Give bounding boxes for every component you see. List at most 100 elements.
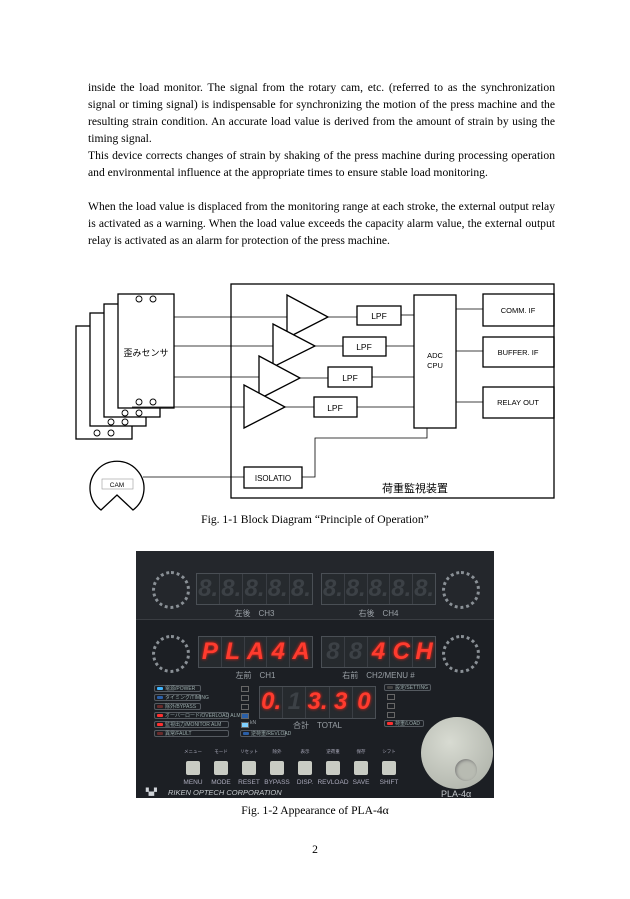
seven-segment-digit: 8. <box>414 575 435 602</box>
adc-label: ADC <box>427 351 443 360</box>
dial-ch2-icon <box>442 635 480 673</box>
relay-out-label: RELAY OUT <box>497 398 539 407</box>
seven-segment-digit: 3 <box>330 687 353 718</box>
amplifier-icon <box>272 322 317 369</box>
seven-segment-digit: 8. <box>368 574 391 604</box>
body-paragraph-1: inside the load monitor. The signal from… <box>88 81 555 145</box>
ch1-label: 左前 CH1 <box>235 671 276 680</box>
led-indicator <box>157 714 163 717</box>
status-led: 監視出力/MONITOR ALM <box>154 721 229 728</box>
body-paragraph-2: This device corrects changes of strain b… <box>88 149 555 179</box>
cpu-label: CPU <box>427 361 443 370</box>
status-led-label: 異常/FAULT <box>165 731 192 737</box>
button-reset[interactable] <box>242 761 256 775</box>
status-led-label: オーバーロード/OVERLOAD ALM <box>165 713 241 719</box>
button-jp-label: 除外 <box>272 749 282 754</box>
strain-sensor-cards <box>75 293 175 440</box>
figure-2-caption: Fig. 1-2 Appearance of PLA-4α <box>241 804 389 817</box>
body-paragraph-3: When the load value is displaced from th… <box>88 200 555 247</box>
amplifier-icon <box>258 354 302 401</box>
seven-segment-digit: 8 <box>345 637 368 667</box>
dial-ch4-icon <box>442 571 480 609</box>
figure-1-caption: Fig. 1-1 Block Diagram “Principle of Ope… <box>201 513 429 526</box>
button-label: RESET <box>238 779 260 786</box>
device-label: 荷重監視装置 <box>382 481 448 495</box>
led-indicator <box>157 687 163 690</box>
led-indicator <box>157 723 163 726</box>
button-jp-label: リセット <box>240 749 258 754</box>
led-indicator <box>157 732 163 735</box>
button-jp-label: メニュー <box>184 749 202 754</box>
led-indicator <box>157 696 163 699</box>
seven-segment-digit: 8. <box>220 574 244 604</box>
amplifier-icon <box>286 293 330 340</box>
seven-segment-digit: 8. <box>197 574 221 604</box>
lpf-label: LPF <box>371 311 387 321</box>
button-mode[interactable] <box>214 761 228 775</box>
button-revload[interactable] <box>326 761 340 775</box>
seven-segment-digit: 8. <box>345 574 368 604</box>
sensor-label: 歪みセンサ <box>123 348 168 358</box>
button-save[interactable] <box>354 761 368 775</box>
status-led: 電源/POWER <box>154 685 201 692</box>
button-label: SHIFT <box>379 779 399 786</box>
status-led-label: 監視出力/MONITOR ALM <box>165 722 222 728</box>
button-disp[interactable] <box>298 761 312 775</box>
amplifier-icon <box>243 383 287 430</box>
block-diagram: 歪みセンサ LPF LPF LPF LPF ADC CPU COMM. IF B… <box>75 283 555 511</box>
seven-segment-digit: P <box>199 637 222 667</box>
ch4-label: 右後 CH4 <box>358 609 399 618</box>
load-led: 荷重/LOAD <box>384 720 424 727</box>
brand-logo: ▚▞ <box>146 789 157 796</box>
button-jp-label: 表示 <box>300 749 310 754</box>
seven-segment-digit: 0 <box>357 688 371 715</box>
revload-led-label: 逆荷重/REVLOAD <box>251 731 292 737</box>
button-shift[interactable] <box>382 761 396 775</box>
display-ch4: 8.8.8.8.8. <box>321 573 436 605</box>
total-label: 合計 TOTAL <box>292 721 343 730</box>
monitor-box <box>230 283 555 499</box>
jog-knob[interactable] <box>421 717 493 789</box>
seven-segment-digit: A <box>292 638 310 665</box>
seven-segment-digit: 1 <box>283 687 307 718</box>
button-jp-label: 保存 <box>356 749 366 754</box>
seven-segment-digit: L <box>222 637 245 667</box>
button-jp-label: モード <box>214 749 228 754</box>
seven-segment-digit: 8 <box>322 637 345 667</box>
button-jp-label: シフト <box>382 749 396 754</box>
status-led: 除外/BYPASS <box>154 703 201 710</box>
status-led: オーバーロード/OVERLOAD ALM <box>154 712 241 719</box>
seven-segment-digit: 4 <box>267 637 291 667</box>
ch3-label: 左後 CH3 <box>234 609 275 618</box>
status-led: タイミング/TIMING <box>154 694 209 701</box>
seven-segment-digit: A <box>245 637 268 667</box>
seven-segment-digit: 4 <box>368 637 391 667</box>
button-menu[interactable] <box>186 761 200 775</box>
seven-segment-digit: 0. <box>260 687 284 718</box>
sensor-terminals <box>93 295 157 437</box>
button-jp-label: 逆荷重 <box>326 749 340 754</box>
display-ch3: 8.8.8.8.8. <box>196 573 313 605</box>
button-label: SAVE <box>352 779 370 786</box>
button-label: MODE <box>211 779 231 786</box>
lpf-label: LPF <box>327 403 343 413</box>
status-led-label: 電源/POWER <box>165 686 196 692</box>
button-label: MENU <box>183 779 203 786</box>
button-label: DISP. <box>296 779 314 786</box>
amplifiers <box>243 293 330 430</box>
button-label: BYPASS <box>264 779 290 786</box>
seven-segment-digit: 8. <box>290 575 311 602</box>
model-name: PLA-4α <box>441 789 472 798</box>
setting-led: 設定/SETTING <box>384 684 431 691</box>
status-led-label: タイミング/TIMING <box>165 695 209 701</box>
seven-segment-digit: 8. <box>391 574 414 604</box>
load-led-label: 荷重/LOAD <box>395 721 421 727</box>
lpf-label: LPF <box>342 373 358 383</box>
button-bypass[interactable] <box>270 761 284 775</box>
ch2-label: 右前 CH2/MENU # <box>342 671 415 680</box>
kn-label: kN <box>250 720 257 726</box>
signal-lines <box>132 308 483 478</box>
